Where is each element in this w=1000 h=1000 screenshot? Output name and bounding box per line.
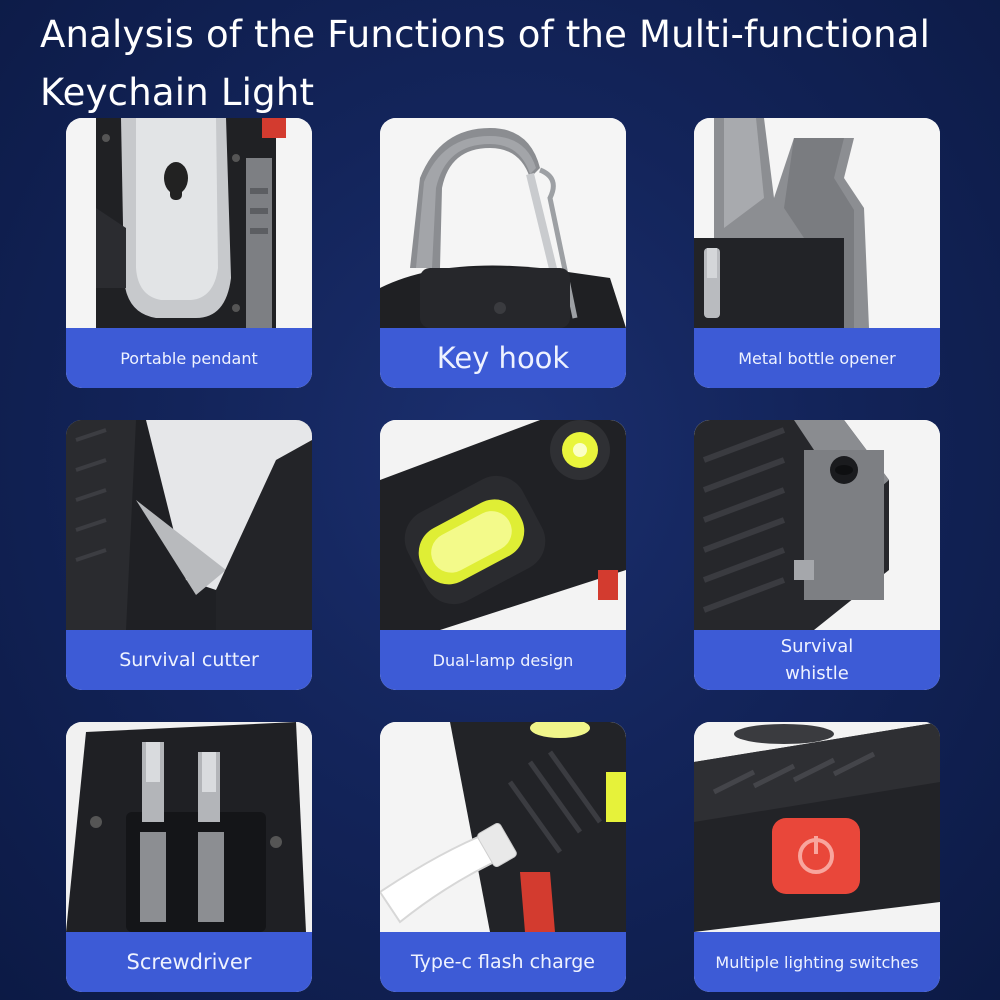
- feature-card-survival-whistle: Survival whistle: [694, 420, 940, 690]
- feature-card-portable-pendant: Portable pendant: [66, 118, 312, 388]
- feature-card-key-hook: Key hook: [380, 118, 626, 388]
- carabiner-hook-icon: [380, 118, 626, 328]
- page-title: Analysis of the Functions of the Multi-f…: [40, 13, 931, 114]
- feature-card-screwdriver: Screwdriver: [66, 722, 312, 992]
- power-button-icon: [694, 722, 940, 932]
- whistle-icon: [694, 420, 940, 630]
- feature-label: Portable pendant: [66, 328, 312, 388]
- feature-label: Dual-lamp design: [380, 630, 626, 690]
- usb-c-cable-icon: [380, 722, 626, 932]
- feature-label: Multiple lighting switches: [694, 932, 940, 992]
- screwdriver-bits-icon: [66, 722, 312, 932]
- feature-label-text: Survival whistle: [780, 636, 854, 684]
- feature-card-survival-cutter: Survival cutter: [66, 420, 312, 690]
- feature-label: Survival cutter: [66, 630, 312, 690]
- feature-label: Metal bottle opener: [694, 328, 940, 388]
- cutter-blade-icon: [66, 420, 312, 630]
- bottle-opener-icon: [694, 118, 940, 328]
- feature-label: Screwdriver: [66, 932, 312, 992]
- feature-card-bottle-opener: Metal bottle opener: [694, 118, 940, 388]
- feature-card-dual-lamp: Dual-lamp design: [380, 420, 626, 690]
- cob-lamp-icon: [380, 420, 626, 630]
- feature-card-type-c-charge: Type-c flash charge: [380, 722, 626, 992]
- feature-label: Survival whistle: [694, 630, 940, 690]
- feature-label: Type-c flash charge: [380, 932, 626, 992]
- feature-card-lighting-switches: Multiple lighting switches: [694, 722, 940, 992]
- feature-label: Key hook: [380, 328, 626, 388]
- belt-clip-icon: [66, 118, 312, 328]
